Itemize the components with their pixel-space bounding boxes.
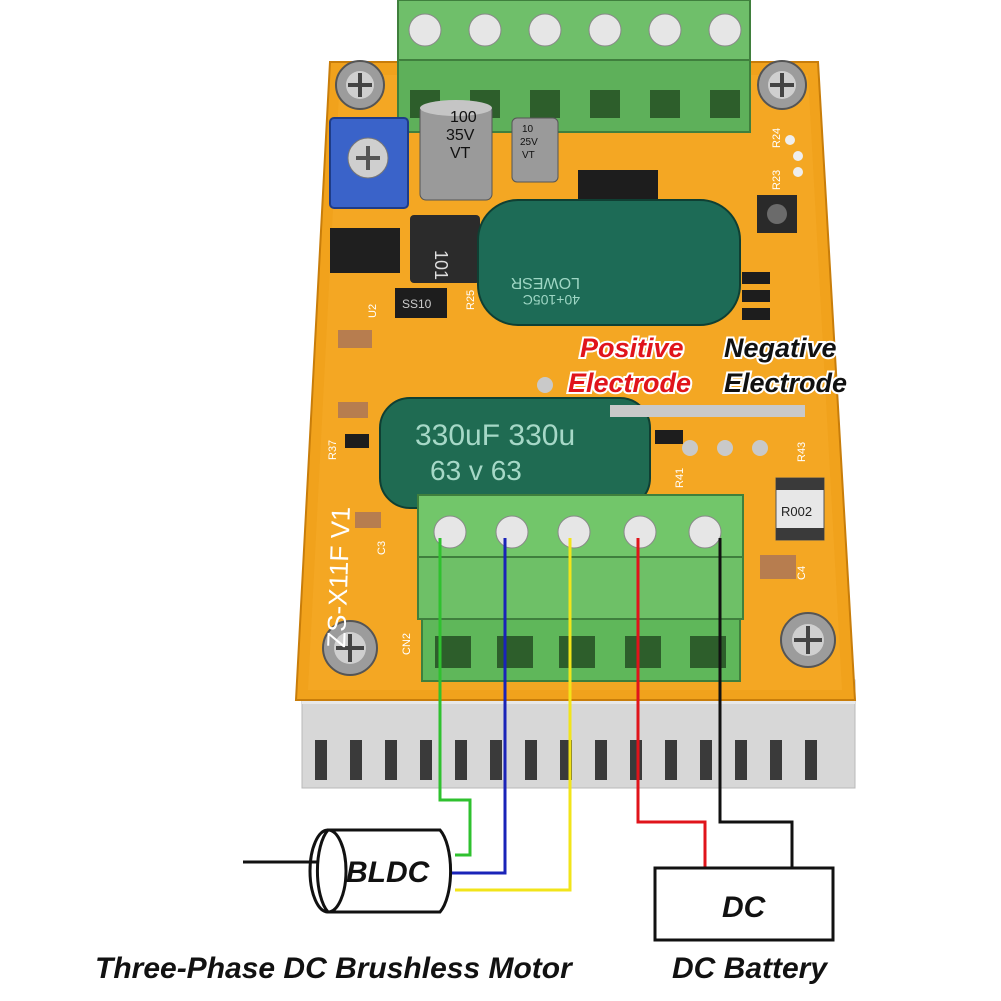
wire-green [438, 538, 472, 857]
wire-black [718, 538, 794, 868]
capacitor-330uf-value: 330uF 330u [415, 419, 575, 452]
motor-caption: Three-Phase DC Brushless Motor [95, 952, 572, 985]
cap-100-voltage: 35V [446, 127, 475, 144]
cap-10-value: 10 [522, 124, 534, 135]
negative-line2: Electrode [724, 368, 847, 398]
bottom-terminal-block [417, 494, 744, 682]
cap-100-vt: VT [450, 145, 471, 162]
jumper-wire [610, 405, 805, 417]
shunt-label: R002 [781, 504, 812, 519]
top-terminal-block [397, 0, 751, 133]
capacitor-330uf: 330uF 330u 63 v 63 [379, 397, 651, 509]
positive-electrode-label: Positive Electrode [566, 331, 693, 400]
screw-top-right [757, 60, 807, 110]
bldc-motor-symbol: BLDC [243, 828, 453, 914]
label-r41: R41 [674, 468, 686, 488]
regulator-ic [330, 228, 400, 273]
inductor-value: 101 [431, 250, 451, 280]
electrolytic-capacitor-10uf: 10 25V VT [511, 117, 559, 183]
screw-bottom-left [322, 620, 378, 676]
board-silkscreen-model: ZS-X11F V1 [321, 506, 356, 648]
capacitor-330uf-voltage: 63 v 63 [430, 455, 522, 486]
pin-header [785, 135, 803, 177]
screw-top-left [335, 60, 385, 110]
reset-button [757, 195, 797, 233]
wiring [438, 538, 794, 892]
label-r43: R43 [796, 442, 808, 462]
label-u2: U2 [367, 304, 379, 318]
label-cn2: CN2 [401, 633, 413, 655]
motor-label: BLDC [346, 856, 431, 889]
wire-red [636, 538, 707, 868]
potentiometer [329, 117, 409, 209]
screw-bottom-right [780, 612, 836, 668]
wire-yellow [455, 538, 572, 892]
label-r25: R25 [465, 290, 477, 310]
dc-battery-box: DC [653, 866, 835, 942]
diode: SS10 [395, 288, 447, 318]
capacitor-temp-text: 40+105C [523, 292, 580, 308]
label-c4: C4 [796, 566, 808, 580]
label-c3: C3 [376, 541, 388, 555]
label-r37: R37 [327, 440, 339, 460]
positive-line1: Positive [580, 333, 684, 363]
label-r23: R23 [771, 170, 783, 190]
diode-label: SS10 [402, 297, 432, 311]
battery-label: DC [722, 891, 767, 924]
capacitor-lowesr-text: LOWESR [511, 274, 580, 291]
cap-100-value: 100 [450, 109, 477, 126]
label-r24: R24 [771, 128, 783, 148]
wire-blue [448, 538, 507, 875]
small-components [338, 330, 796, 579]
battery-caption: DC Battery [672, 952, 828, 985]
cap-10-vt: VT [522, 150, 535, 161]
inductor: 101 [410, 215, 480, 283]
smd-resistors [742, 272, 770, 320]
negative-electrode-label: Negative Electrode [722, 331, 849, 400]
capacitor-lowesr: LOWESR 40+105C [477, 199, 741, 326]
negative-line1: Negative [724, 333, 837, 363]
cap-10-voltage: 25V [520, 137, 538, 148]
shunt-resistor: R002 [775, 477, 825, 541]
electrolytic-capacitor-100uf: 100 35V VT [419, 100, 493, 201]
positive-line2: Electrode [568, 368, 691, 398]
